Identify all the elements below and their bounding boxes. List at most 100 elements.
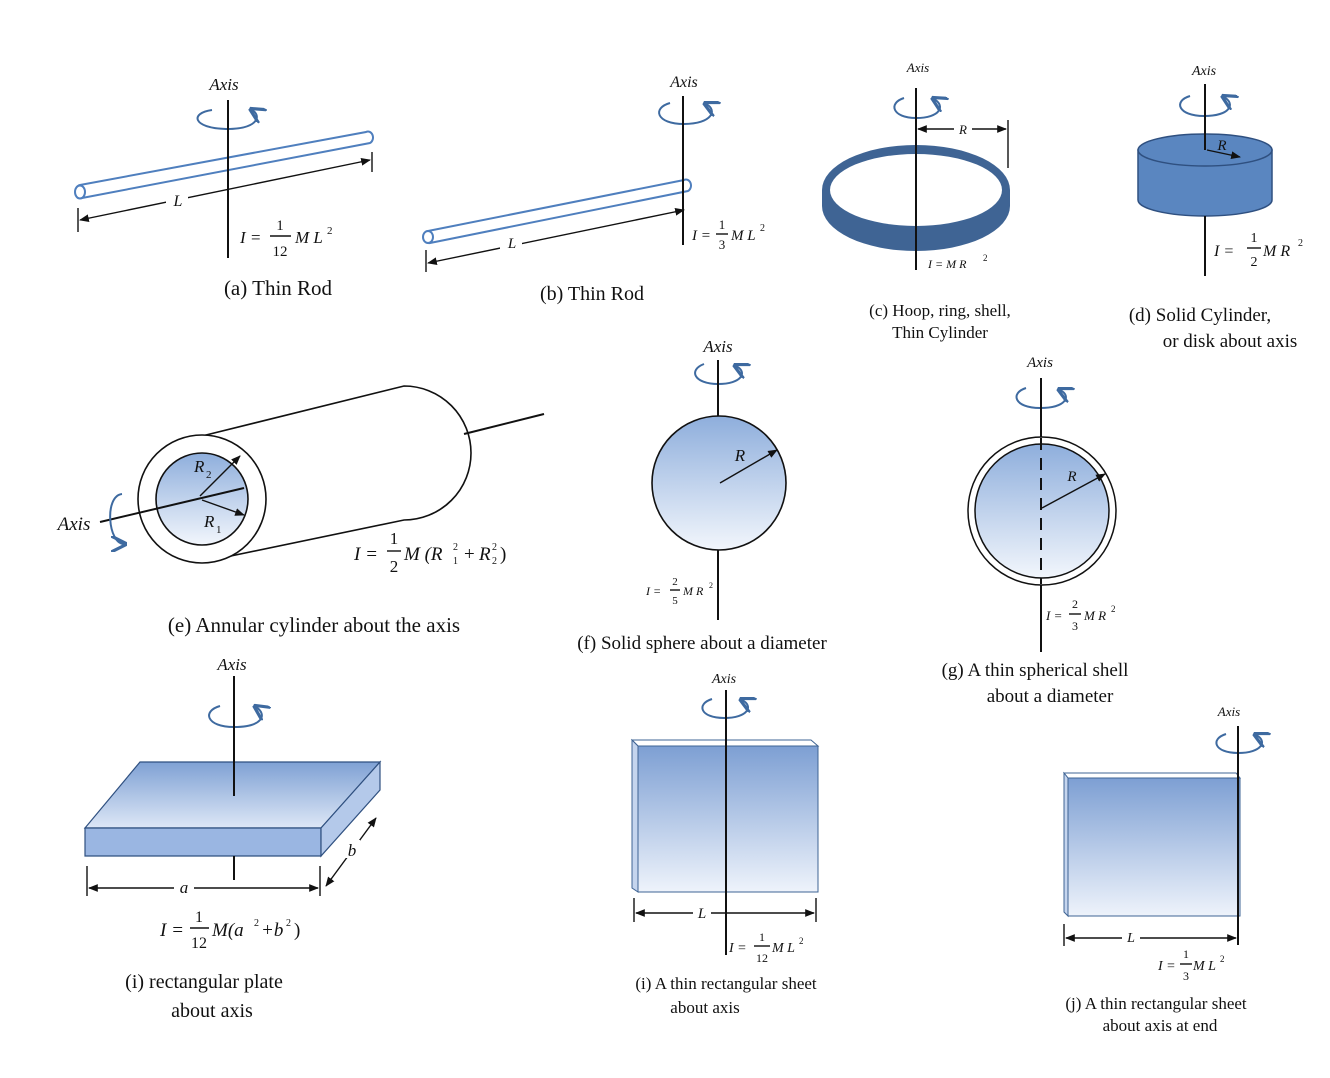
formula-lhs: I =: [239, 228, 261, 247]
formula-num: 2: [672, 576, 678, 588]
caption-line2: about axis: [670, 998, 739, 1017]
formula-lhs: I =: [353, 544, 378, 565]
dim-a-label: a: [180, 878, 189, 897]
r1-sub: 1: [216, 524, 222, 536]
formula-exp: 2: [983, 253, 988, 263]
panel-g: Axis R I = 2 3 M R 2 (g) A thin spherica…: [942, 355, 1129, 707]
formula-num: 1: [195, 909, 203, 926]
panel-c: Axis R I = M R 2 (c) Hoop, ring, shell, …: [822, 60, 1011, 342]
caption-line2: about axis: [171, 1000, 253, 1022]
caption-line1: (i) A thin rectangular sheet: [635, 974, 817, 993]
formula-exp: 2: [327, 225, 333, 237]
formula-den: 3: [719, 237, 726, 252]
formula-den: 3: [1072, 619, 1078, 633]
caption-line1: (j) A thin rectangular sheet: [1065, 994, 1247, 1013]
formula-num: 1: [1183, 947, 1189, 961]
caption-line1: (i) rectangular plate: [125, 971, 283, 993]
panel-a: Axis L I = 1 12 M L 2 (a) Thin Rod: [74, 75, 374, 300]
caption-line1: (d) Solid Cylinder,: [1129, 305, 1271, 326]
panel-b: Axis L I = 1 3 M L 2 (b) Thin Rod: [422, 74, 765, 305]
caption-line2: about a diameter: [987, 686, 1114, 707]
formula-lhs: I =: [645, 584, 661, 598]
axis-label: Axis: [1217, 704, 1240, 719]
axis-label: Axis: [702, 337, 733, 356]
caption: (e) Annular cylinder about the axis: [168, 613, 460, 637]
formula-num: 1: [1251, 231, 1258, 246]
formula-close: ): [294, 920, 300, 941]
caption-line1: (g) A thin spherical shell: [942, 660, 1129, 681]
axis-label: Axis: [1191, 64, 1217, 79]
formula: I = M R: [927, 257, 967, 271]
close-paren: ): [500, 544, 506, 565]
formula-num: 1: [390, 529, 399, 548]
axis-label: Axis: [1026, 355, 1053, 371]
caption: (a) Thin Rod: [224, 276, 333, 300]
rod-end: [74, 184, 86, 200]
solid-sphere: [651, 415, 787, 551]
rotation-arrow-icon: [196, 110, 257, 131]
formula-lhs: I =: [691, 228, 711, 244]
dim-label: L: [1126, 931, 1135, 946]
dim-label: L: [697, 906, 706, 922]
caption: (f) Solid sphere about a diameter: [577, 633, 827, 654]
dim-label: R: [958, 122, 967, 137]
axis-label: Axis: [56, 514, 91, 535]
axis-line: [99, 487, 245, 523]
length-dimension: [79, 157, 371, 223]
formula-rhs: M L: [730, 228, 756, 244]
dim-label: R: [1216, 138, 1226, 154]
panel-f: Axis R I = 2 5 M R 2 (f) Solid sphere ab…: [577, 337, 827, 654]
rotation-arrow-icon: [109, 493, 124, 544]
rotation-arrow-icon: [701, 699, 748, 720]
rotation-arrow-icon: [208, 706, 262, 729]
caption-line1: (c) Hoop, ring, shell,: [869, 301, 1011, 320]
r2-label: R: [193, 457, 205, 476]
formula-exp: 2: [760, 223, 765, 234]
panel-i: Axis L I = 1 12 M L 2 (i) A thin rectang…: [630, 672, 820, 1017]
formula-den: 5: [672, 595, 678, 607]
formula-num: 2: [1072, 597, 1078, 611]
formula-den: 3: [1183, 969, 1189, 983]
thin-rod: [422, 178, 692, 245]
formula-lhs: I =: [159, 920, 184, 941]
formula-lhs: I =: [1213, 243, 1234, 260]
cylinder-body: [1137, 149, 1273, 217]
rotation-arrow-icon: [658, 103, 712, 126]
panel-d: Axis R I = 1 2 M R 2 (d) Solid Cylinder,…: [1129, 64, 1303, 352]
formula-rhs: M L: [1192, 959, 1216, 974]
r1-label: R: [203, 512, 215, 531]
plus-sign: +: [464, 544, 475, 565]
formula-rhs: M R: [1262, 243, 1290, 260]
formula-exp: 2: [254, 918, 259, 929]
panel-j: Axis L I = 1 3 M L 2 (j) A thin rectangu…: [1062, 704, 1262, 1035]
annular-cylinder-body: [201, 385, 472, 563]
formula-num: 1: [759, 930, 765, 944]
axis-label: Axis: [208, 75, 239, 94]
axis-label: Axis: [669, 74, 698, 91]
panel-h: Axis a b I = 1 12 M(a 2 +b 2 ) (i) recta…: [83, 655, 382, 1022]
caption-line2: or disk about axis: [1163, 331, 1298, 352]
axis-label: Axis: [711, 672, 737, 687]
formula-exp: 2: [799, 936, 804, 946]
formula-num: 1: [276, 218, 284, 234]
formula-lhs: I =: [1045, 608, 1062, 623]
plate-front: [84, 827, 322, 857]
formula-exp: 2: [1111, 604, 1116, 614]
dim-label: L: [173, 193, 183, 210]
formula-den: 12: [191, 935, 207, 952]
caption-line2: Thin Cylinder: [892, 323, 988, 342]
axis-label: Axis: [216, 655, 247, 674]
formula-rhs: M(a: [211, 920, 244, 941]
formula-den: 2: [390, 557, 399, 576]
formula-rhs: M R: [682, 584, 704, 598]
r2-formula: R: [478, 544, 491, 565]
formula-exp: 2: [1298, 238, 1303, 249]
formula-lhs: I =: [1157, 959, 1176, 974]
caption: (b) Thin Rod: [540, 283, 644, 305]
rect-sheet: [1067, 777, 1241, 917]
rotation-arrow-icon: [893, 98, 940, 120]
formula-exp2: 2: [286, 918, 291, 929]
formula-num: 1: [719, 217, 726, 232]
sq-2: 2: [492, 542, 497, 553]
